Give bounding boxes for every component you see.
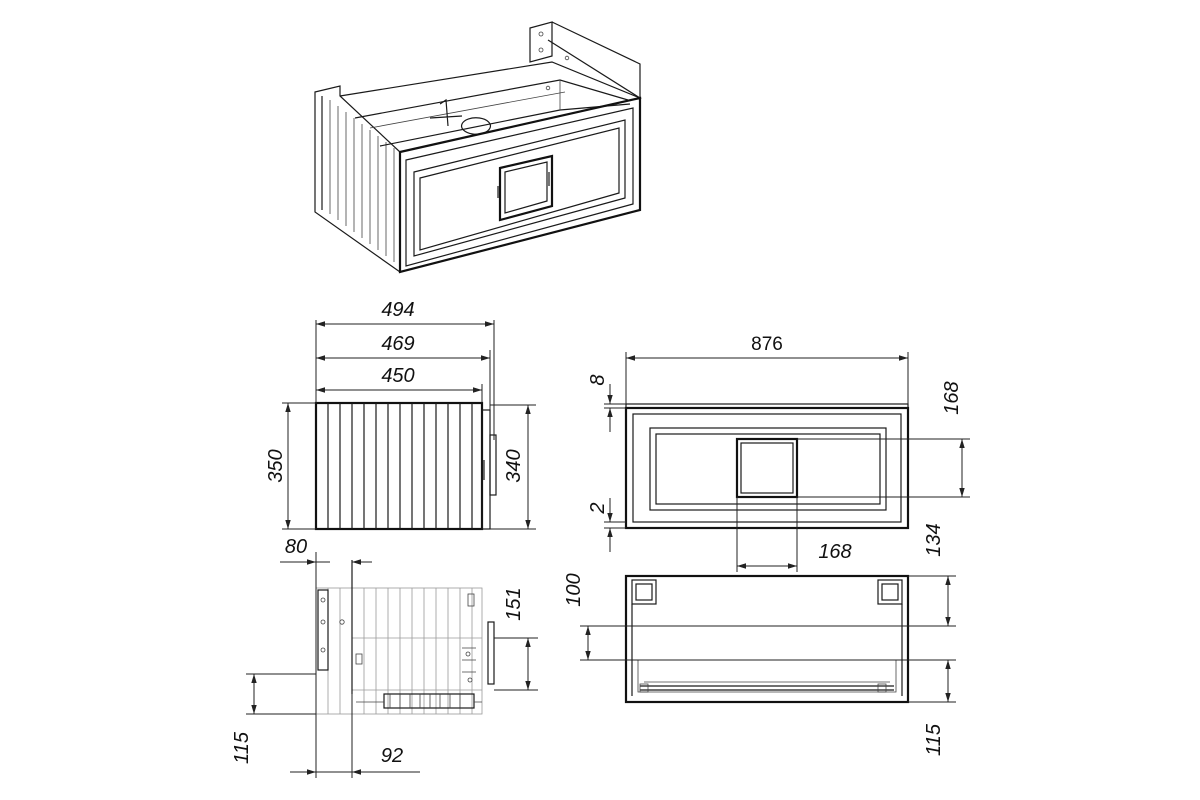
- dim-450: 450: [381, 365, 414, 387]
- back-view: [315, 560, 495, 715]
- dim-2: 2: [587, 502, 609, 514]
- dim-168-vertical: 168: [941, 381, 963, 414]
- isometric-view: [314, 21, 642, 274]
- dim-168-horizontal: 168: [818, 541, 851, 563]
- side-view-flutes: [327, 403, 473, 529]
- isometric-side-flutes: [329, 100, 395, 262]
- back-view-dimensions: 80 151 115 92: [231, 536, 538, 778]
- top-view-dimensions: 134 100 115: [563, 523, 956, 756]
- dim-151: 151: [503, 587, 525, 620]
- dim-350: 350: [265, 449, 287, 482]
- dim-100: 100: [563, 573, 585, 606]
- dim-494: 494: [381, 299, 414, 321]
- side-view: [314, 401, 497, 531]
- dim-115-right: 115: [923, 723, 945, 756]
- front-view: [624, 403, 910, 530]
- dim-80: 80: [285, 536, 307, 558]
- dim-876: 876: [751, 334, 783, 355]
- dim-115-left: 115: [231, 731, 253, 764]
- front-view-dimensions: 876 8 2 168 168: [587, 334, 970, 572]
- dim-92: 92: [381, 745, 403, 767]
- dim-469: 469: [381, 333, 414, 355]
- dim-134: 134: [923, 523, 945, 556]
- side-view-dimensions: 494 469 450 350 340: [265, 299, 536, 530]
- top-view: [624, 574, 910, 704]
- dim-8: 8: [587, 374, 609, 385]
- dim-340: 340: [503, 449, 525, 482]
